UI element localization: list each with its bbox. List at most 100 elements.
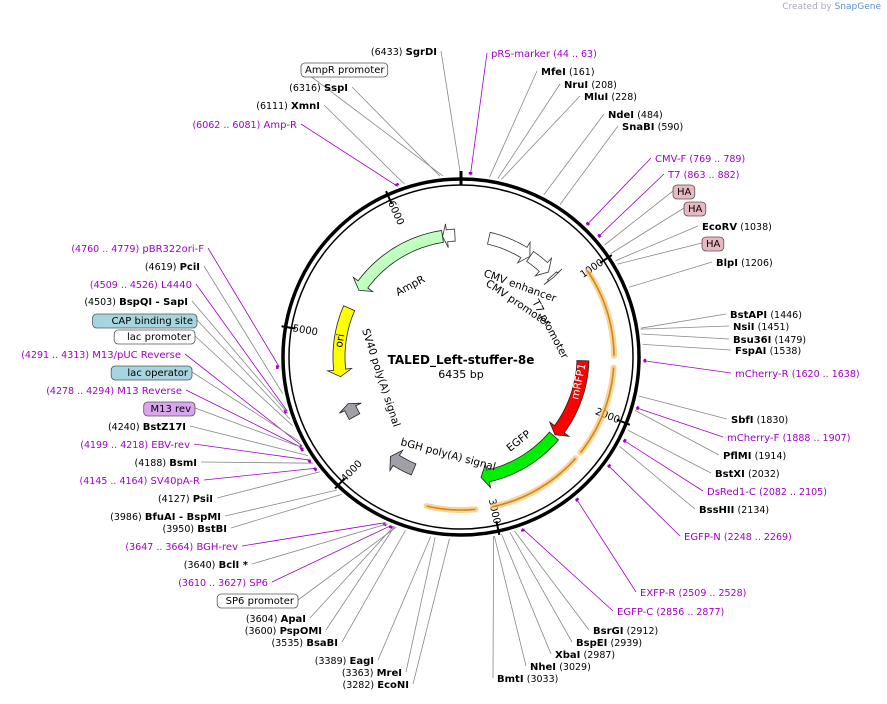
svg-text:BmtI (3033): BmtI (3033) [497,674,558,685]
site-label-sgrdi[interactable]: (6433) SgrDI [371,47,437,58]
primer-mark-31 [301,448,303,451]
site-label-sv40pa-r[interactable]: (4145 .. 4164) SV40pA-R [80,476,201,487]
site-label-nsii[interactable]: NsiI (1451) [733,322,789,333]
svg-text:AmpR promoter: AmpR promoter [305,65,385,76]
feature-ampr-promoter[interactable] [443,224,456,248]
site-label-ha[interactable]: HA [673,185,695,199]
site-label-sbfi[interactable]: SbfI (1830) [731,415,788,426]
site-label-bsabi[interactable]: (3535) BsaBI [272,638,338,649]
site-label-xmni[interactable]: (6111) XmnI [256,101,320,112]
svg-text:(6111) XmnI: (6111) XmnI [256,101,320,112]
leader-25 [195,336,293,426]
leader-33 [639,396,727,419]
site-label-amp-r[interactable]: (6062 .. 6081) Amp-R [192,120,297,131]
site-label-ebv-rev[interactable]: (4199 .. 4218) EBV-rev [80,440,190,451]
site-label-mrei[interactable]: (3363) MreI [342,668,402,679]
site-label-bspei[interactable]: BspEI (2939) [576,638,642,649]
svg-text:HA: HA [706,239,721,250]
site-label-ampr-promoter[interactable]: AmpR promoter [301,63,388,77]
site-label-blpi[interactable]: BlpI (1206) [716,258,773,269]
site-label-pflmi[interactable]: PflMI (1914) [723,451,786,462]
site-label-mfei[interactable]: MfeI (161) [541,67,595,78]
svg-text:NheI (3029): NheI (3029) [530,662,591,673]
site-label-econi[interactable]: (3282) EcoNI [343,680,410,691]
site-label-bsshii[interactable]: BssHII (2134) [699,505,769,516]
site-label-ha[interactable]: HA [702,237,724,251]
site-label-bstbi[interactable]: (3950) BstBI [163,524,227,535]
leader-23 [197,320,290,419]
leader-16 [618,243,703,264]
feature-ampr[interactable] [353,231,443,292]
svg-text:NsiI (1451): NsiI (1451) [733,322,789,333]
feature-cmv-enhancer[interactable] [488,232,531,262]
site-label-bstxi[interactable]: BstXI (2032) [715,469,780,480]
site-label-m13-puc-reverse[interactable]: (4291 .. 4313) M13/pUC Reverse [21,350,181,361]
svg-text:MfeI (161): MfeI (161) [541,67,595,78]
site-label-bgh-rev[interactable]: (3647 .. 3664) BGH-rev [125,542,238,553]
site-label-ha[interactable]: HA [684,202,706,216]
site-label-exfp-r[interactable]: EXFP-R (2509 .. 2528) [640,588,746,599]
svg-text:(4240) BstZ17I: (4240) BstZ17I [108,422,186,433]
primer-mark-49 [389,526,392,527]
svg-text:SnaBI (590): SnaBI (590) [622,122,683,133]
site-label-pbr322ori-f[interactable]: (4760 .. 4779) pBR322ori-F [71,244,204,255]
site-label-bfuai-bspmi[interactable]: (3986) BfuAI - BspMI [110,512,221,523]
site-label-lac-promoter[interactable]: lac promoter [114,330,195,344]
svg-text:HA: HA [677,187,692,198]
svg-text:(3604) ApaI: (3604) ApaI [246,614,306,625]
site-label-nrui[interactable]: NruI (208) [564,80,617,91]
site-label-sp6-promoter[interactable]: SP6 promoter [217,594,298,608]
site-label-pcii[interactable]: (4619) PciI [145,262,200,273]
site-label-egfp-c[interactable]: EGFP-C (2856 .. 2877) [617,607,724,618]
site-label-fspai[interactable]: FspAI (1538) [735,346,801,357]
brand-name: SnapGene [835,2,881,12]
site-label-bstapi[interactable]: BstAPI (1446) [730,310,802,321]
site-label-xbai[interactable]: XbaI (2987) [555,650,615,661]
site-label-bsmi[interactable]: (4188) BsmI [135,458,198,469]
site-label-bsrgi[interactable]: BsrGI (2912) [593,626,658,637]
site-label-t7[interactable]: T7 (863 .. 882) [667,170,739,181]
leader-42 [217,472,320,498]
site-label-bmti[interactable]: BmtI (3033) [497,674,558,685]
site-label-cmv-f[interactable]: CMV-F (769 .. 789) [655,154,745,165]
site-label-apai[interactable]: (3604) ApaI [246,614,306,625]
site-label-bspqi-sapi[interactable]: (4503) BspQI - SapI [84,297,188,308]
leader-13 [605,191,674,245]
site-label-nhei[interactable]: NheI (3029) [530,662,591,673]
svg-text:XbaI (2987): XbaI (2987) [555,650,615,661]
svg-text:(3282) EcoNI: (3282) EcoNI [343,680,410,691]
site-label-mlui[interactable]: MluI (228) [584,92,637,103]
site-label-sp6[interactable]: (3610 .. 3627) SP6 [178,578,268,589]
site-label-sspi[interactable]: (6316) SspI [289,83,348,94]
leader-3 [490,71,538,177]
site-label-egfp-n[interactable]: EGFP-N (2248 .. 2269) [684,532,792,543]
site-label-l4440[interactable]: (4509 .. 4526) L4440 [90,280,192,291]
site-label-mcherry-f[interactable]: mCherry-F (1888 .. 1907) [727,433,850,444]
site-label-cap-binding-site[interactable]: CAP binding site [93,314,197,328]
leader-41 [623,440,703,491]
site-label-mcherry-r[interactable]: mCherry-R (1620 .. 1638) [735,369,860,380]
leader-19 [204,266,283,394]
site-label-prs-marker[interactable]: pRS-marker (44 .. 63) [491,49,597,60]
leader-20 [196,284,287,411]
site-label-dsred1-c[interactable]: DsRed1-C (2082 .. 2105) [707,487,827,498]
feature-sv40-poly-a-signal[interactable] [339,403,361,419]
site-label-ndei[interactable]: NdeI (484) [608,110,663,121]
site-label-pspomi[interactable]: (3600) PspOMI [245,626,322,637]
site-label-m13-reverse[interactable]: (4278 .. 4294) M13 Reverse [46,386,182,397]
svg-text:pRS-marker (44 .. 63): pRS-marker (44 .. 63) [491,49,597,60]
site-label-ecorv[interactable]: EcoRV (1038) [702,222,772,233]
tick-label-6000: 6000 [385,199,406,227]
site-label-eagi[interactable]: (3389) EagI [315,656,374,667]
feature-bgh-poly-a-signal[interactable] [390,450,416,475]
site-label-m13-rev[interactable]: M13 rev [144,402,195,416]
site-label-snabi[interactable]: SnaBI (590) [622,122,683,133]
site-label-bsu36i[interactable]: Bsu36I (1479) [733,335,806,346]
feature-cmv-promoter[interactable] [527,252,552,276]
site-label-lac-operator[interactable]: lac operator [111,366,192,380]
site-label-bstz17i[interactable]: (4240) BstZ17I [108,422,186,433]
svg-text:SbfI (1830): SbfI (1830) [731,415,788,426]
site-label-bcli[interactable]: (3640) BclI * [184,560,249,571]
leader-37 [635,410,719,455]
site-label-psii[interactable]: (4127) PsiI [158,494,213,505]
